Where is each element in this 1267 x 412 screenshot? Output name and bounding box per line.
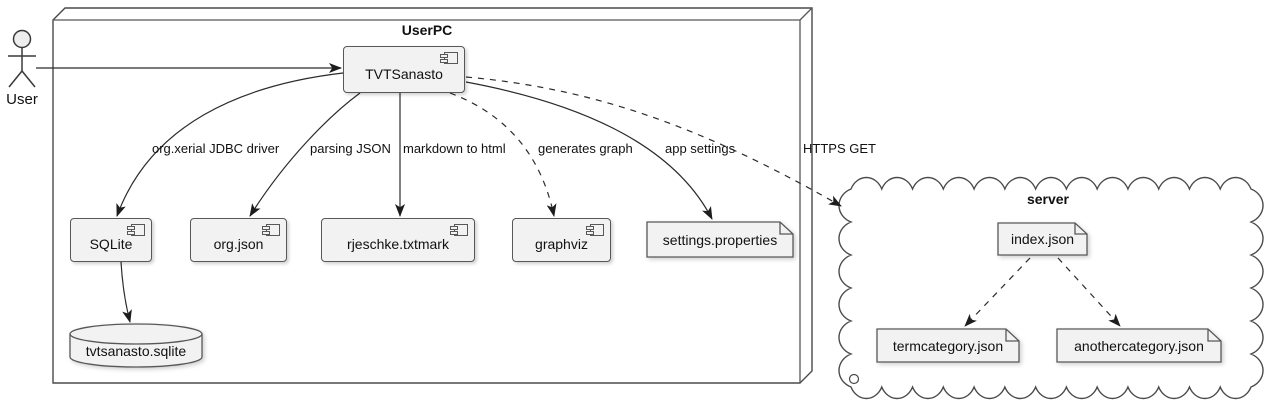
- edge-sqlite-to-database: [120, 261, 132, 323]
- user-actor-figure: [8, 29, 36, 88]
- component-tvtsanasto: TVTSanasto: [343, 46, 465, 93]
- component-icon: [586, 224, 604, 236]
- component-icon: [450, 224, 468, 236]
- artifact-termcategory-json: termcategory.json: [876, 328, 1020, 363]
- database-cylinder-shape: [69, 323, 203, 368]
- edge-indexjson-to-termcategory: [964, 257, 1031, 327]
- file-shape: [997, 222, 1088, 256]
- artifact-label: termcategory.json: [892, 337, 1004, 354]
- file-shape: [1056, 328, 1222, 363]
- edge-label-markdown: markdown to html: [403, 141, 506, 156]
- edge-tvtsanasto-to-settings: [465, 81, 713, 220]
- artifact-label: index.json: [1010, 231, 1075, 247]
- edge-tvtsanasto-to-server: [465, 76, 842, 207]
- artifact-label: anothercategory.json: [1074, 337, 1204, 354]
- database-label: tvtsanasto.sqlite: [85, 343, 187, 359]
- artifact-index-json: index.json: [997, 222, 1088, 256]
- edge-label-https-get: HTTPS GET: [803, 141, 876, 156]
- component-label: org.json: [213, 236, 264, 252]
- edge-tvtsanasto-to-orgjson: [249, 92, 361, 217]
- artifact-anothercategory-json: anothercategory.json: [1056, 328, 1222, 363]
- edge-label-jdbc: org.xerial JDBC driver: [152, 141, 280, 156]
- component-orgjson: org.json: [190, 218, 287, 262]
- server-cloud-shape: [838, 176, 1264, 400]
- component-label: SQLite: [89, 236, 133, 252]
- cloud-curl-decoration: [848, 373, 860, 385]
- component-label: rjeschke.txtmark: [347, 236, 449, 252]
- component-txtmark: rjeschke.txtmark: [321, 218, 475, 262]
- component-label: TVTSanasto: [365, 65, 443, 82]
- userpc-node-shape: [52, 7, 813, 384]
- artifact-settings-properties: settings.properties: [646, 221, 794, 258]
- component-sqlite: SQLite: [70, 218, 152, 262]
- component-label: graphviz: [535, 236, 588, 252]
- server-title: server: [1026, 191, 1070, 207]
- userpc-title: UserPC: [401, 22, 453, 38]
- edge-label-parsing-json: parsing JSON: [310, 141, 391, 156]
- file-shape: [876, 328, 1020, 363]
- component-icon: [127, 224, 145, 236]
- user-actor-label: User: [6, 91, 38, 108]
- edge-label-app-settings: app settings: [665, 141, 736, 156]
- edge-tvtsanasto-to-graphviz: [449, 92, 557, 217]
- component-icon: [262, 224, 280, 236]
- artifact-label: settings.properties: [662, 231, 778, 248]
- file-shape: [646, 221, 794, 258]
- edge-label-generates-graph: generates graph: [538, 141, 633, 156]
- component-icon: [440, 52, 458, 64]
- component-graphviz: graphviz: [512, 218, 611, 262]
- edge-tvtsanasto-to-sqlite: [116, 72, 344, 217]
- edge-indexjson-to-anothercategory: [1057, 257, 1121, 327]
